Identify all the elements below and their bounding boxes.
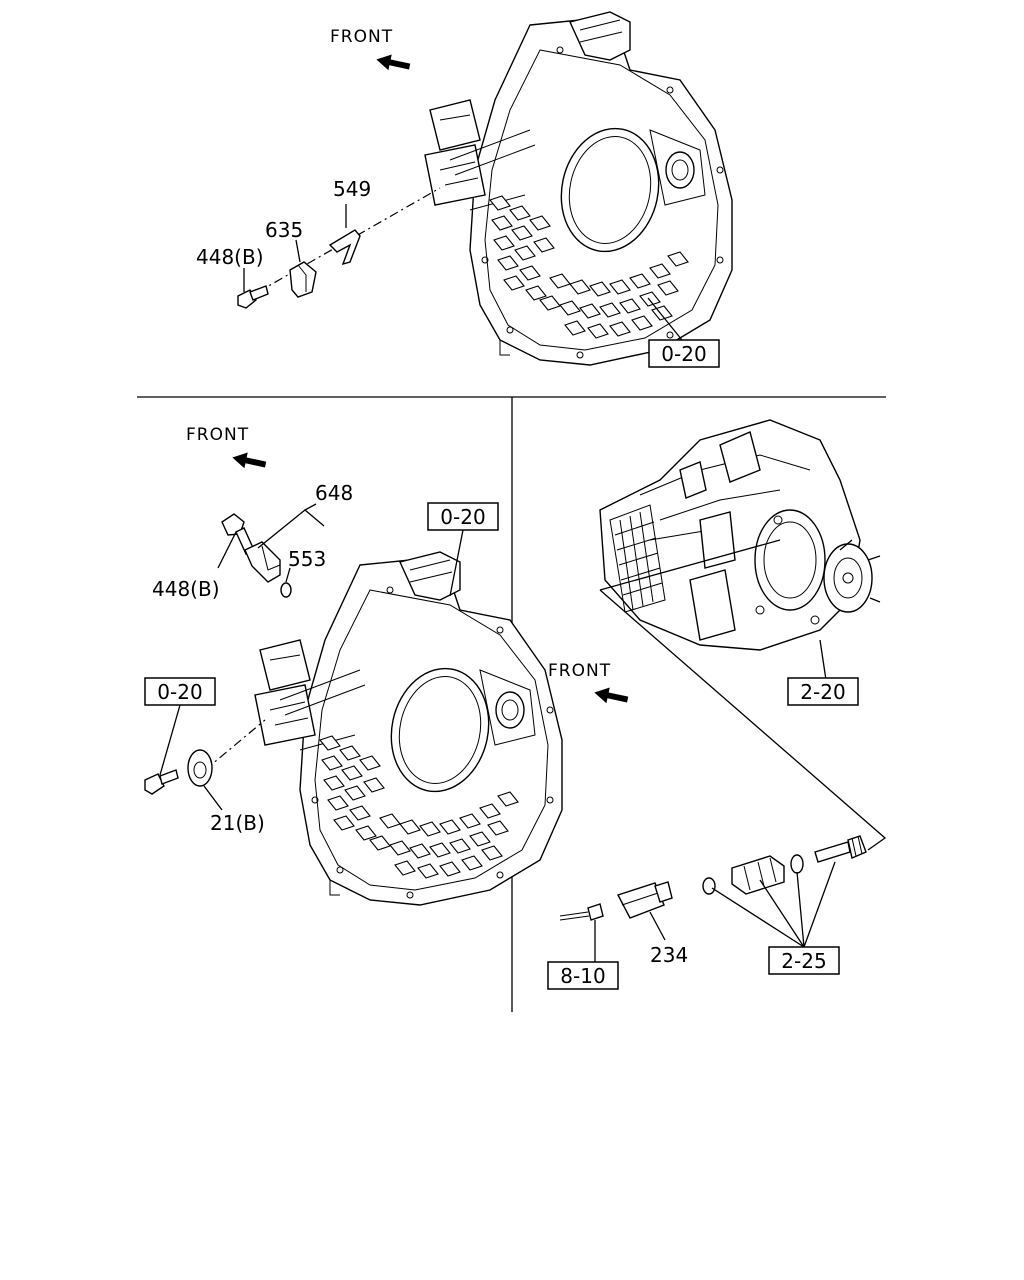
front-arrow-icon bbox=[592, 684, 630, 708]
flywheel-housing-left bbox=[254, 551, 563, 906]
leader-to-kit bbox=[599, 589, 887, 851]
ref-label-8-10: 8-10 bbox=[560, 964, 605, 988]
sensor-635 bbox=[289, 261, 317, 298]
front-label-right: FRONT bbox=[548, 661, 611, 681]
callout-635: 635 bbox=[265, 218, 303, 242]
callout-21b: 21(B) bbox=[210, 811, 265, 835]
callout-549: 549 bbox=[333, 177, 371, 201]
front-label-left: FRONT bbox=[186, 425, 249, 445]
o-ring-kit bbox=[790, 854, 804, 874]
sensor-21b bbox=[187, 749, 213, 787]
ref-label-2-25: 2-25 bbox=[781, 949, 826, 973]
ref-box-0-20-upper[interactable] bbox=[427, 502, 499, 531]
callout-234: 234 bbox=[650, 943, 688, 967]
ref-label-0-20-upper: 0-20 bbox=[440, 505, 485, 529]
bolt-lower-left bbox=[144, 769, 179, 795]
flywheel-housing-top bbox=[424, 11, 733, 366]
right-section: 2-20 FRONT 234 bbox=[547, 419, 887, 990]
sleeve-kit bbox=[731, 855, 785, 895]
o-ring-553 bbox=[280, 582, 292, 598]
transmission-case bbox=[599, 419, 881, 651]
ref-box-0-20-top[interactable] bbox=[648, 339, 720, 368]
sensor-648 bbox=[244, 541, 281, 583]
callout-448b-left: 448(B) bbox=[152, 577, 220, 601]
front-arrow-icon bbox=[374, 51, 412, 75]
seal-kit bbox=[702, 877, 716, 895]
callout-553: 553 bbox=[288, 547, 326, 571]
top-section: FRONT 549 635 448(B) 0-20 bbox=[196, 11, 733, 368]
ref-box-0-20-left[interactable] bbox=[144, 677, 216, 706]
ref-box-8-10[interactable] bbox=[547, 961, 619, 990]
front-label-top: FRONT bbox=[330, 27, 393, 47]
ref-box-2-20[interactable] bbox=[787, 677, 859, 706]
callout-448b-top: 448(B) bbox=[196, 245, 264, 269]
speed-sensor-234 bbox=[616, 881, 673, 919]
callout-648: 648 bbox=[315, 481, 353, 505]
front-arrow-icon bbox=[230, 449, 268, 473]
ref-label-2-20: 2-20 bbox=[800, 680, 845, 704]
left-section: FRONT 0-20 648 553 448(B) bbox=[144, 425, 563, 906]
bolt-448b-top bbox=[237, 285, 269, 309]
bracket-549 bbox=[328, 229, 361, 266]
bolt-448b-left bbox=[221, 513, 255, 555]
ref-label-0-20-left: 0-20 bbox=[157, 680, 202, 704]
drive-gear-shaft bbox=[814, 835, 867, 863]
ref-box-2-25[interactable] bbox=[768, 946, 840, 975]
connector bbox=[559, 903, 604, 921]
ref-label-0-20-top: 0-20 bbox=[661, 342, 706, 366]
leader-from-case bbox=[599, 539, 781, 591]
